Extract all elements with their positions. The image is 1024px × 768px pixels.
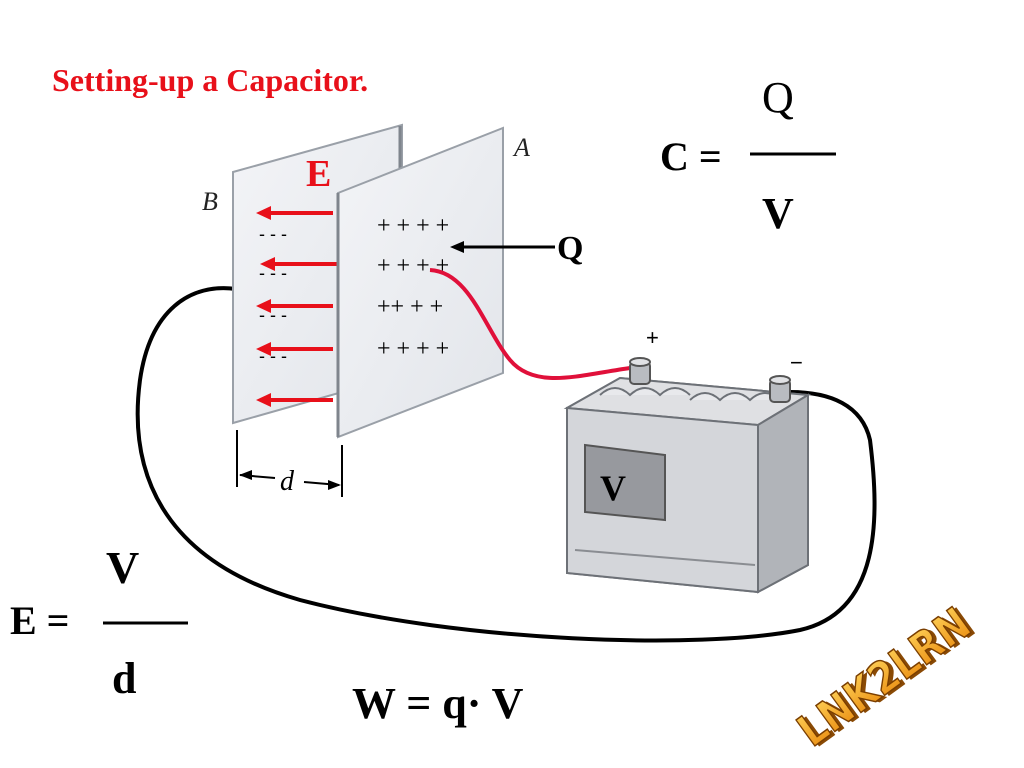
field-formula: E = V d — [10, 542, 188, 703]
battery-label: V — [600, 468, 626, 508]
work-formula: W = q· V — [352, 679, 524, 728]
battery-plus-sign: + — [646, 325, 659, 350]
field-numerator: V — [106, 542, 139, 593]
negative-charge-row: - - - — [259, 305, 287, 325]
positive-charge-row: + + + + — [377, 336, 449, 362]
capacitance-lhs: C = — [660, 134, 722, 179]
plate-b-label: B — [202, 187, 218, 216]
capacitance-formula: C = Q V — [660, 73, 836, 238]
separation-label: d — [280, 466, 295, 497]
negative-charge-row: - - - — [259, 224, 287, 244]
positive-charge-row: + + + + — [377, 253, 449, 279]
field-label: E — [306, 153, 331, 195]
positive-wire — [429, 268, 631, 380]
slide-title: Setting-up a Capacitor. — [52, 62, 369, 98]
field-lhs: E = — [10, 598, 69, 643]
plate-a — [336, 126, 504, 439]
negative-charge-row: - - - — [259, 346, 287, 366]
capacitance-numerator: Q — [762, 73, 794, 122]
positive-charge-row: + + + + — [377, 213, 449, 239]
battery-minus-sign: − — [790, 350, 803, 375]
separation-marker — [236, 430, 343, 497]
charge-pointer-arrowhead — [450, 241, 464, 253]
positive-charge-row: ++ + + — [377, 294, 443, 320]
field-denominator: d — [112, 654, 136, 703]
charge-label: Q — [557, 230, 583, 267]
battery — [563, 357, 812, 594]
negative-charge-row: - - - — [259, 263, 287, 283]
logo-text: LNK2LRN — [788, 598, 980, 757]
negative-wire — [135, 286, 877, 643]
capacitance-denominator: V — [762, 189, 794, 238]
field-arrows — [256, 206, 340, 407]
plate-a-label: A — [512, 133, 530, 162]
lnk2lrn-logo: LNK2LRN LNK2LRN — [788, 597, 985, 757]
